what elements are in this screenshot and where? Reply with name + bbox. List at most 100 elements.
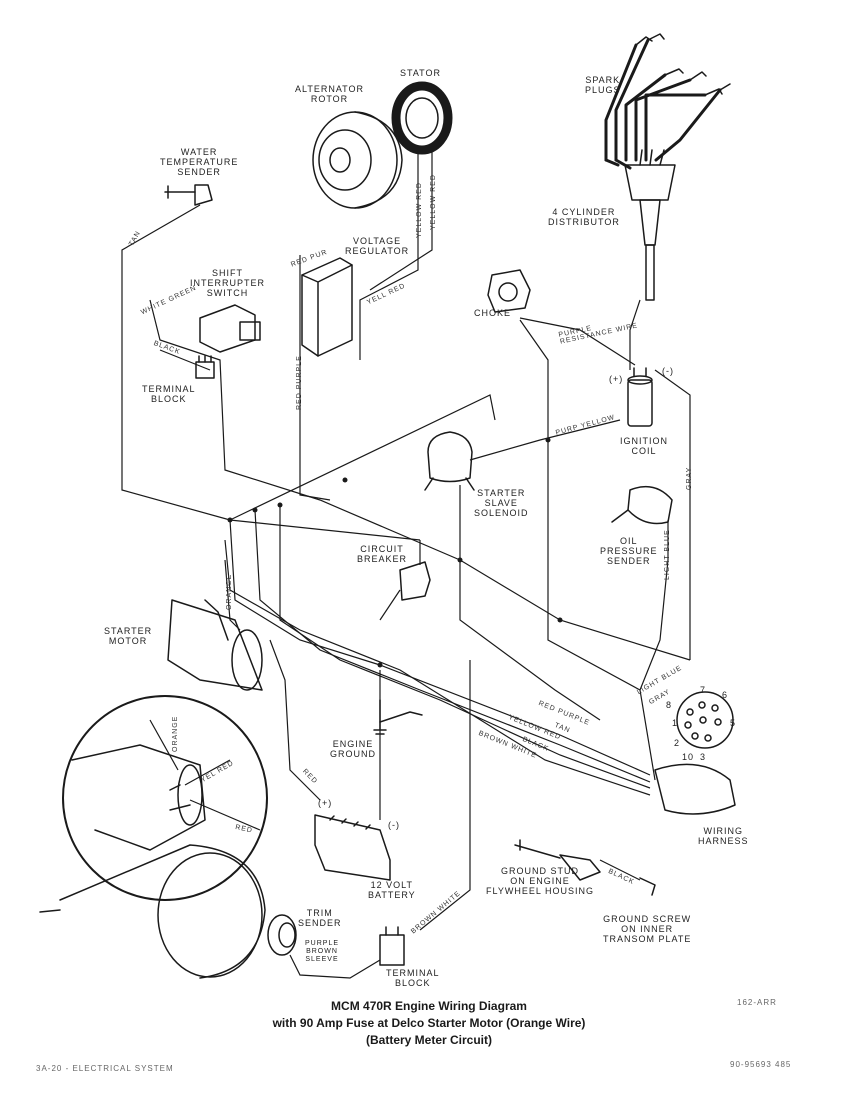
label-battery-minus: (-)	[388, 820, 400, 830]
wire-red-battery	[269, 639, 321, 801]
wire-yellow-red-b	[369, 150, 433, 291]
starter-housing-large	[39, 844, 266, 979]
wiring-harness	[654, 691, 736, 815]
wire-circuit-breaker	[379, 540, 421, 621]
wire-white-green	[149, 299, 691, 661]
footer-section: 3A-20 - ELECTRICAL SYSTEM	[36, 1064, 174, 1073]
pin-number: 3	[700, 752, 707, 762]
ignition-coil	[627, 367, 653, 427]
starter-slave-solenoid	[424, 431, 475, 491]
wire-label-light-blue: LIGHT BLUE	[664, 529, 671, 580]
footer-part-number: 90-95693 485	[730, 1060, 792, 1069]
caption-subtitle: with 90 Amp Fuse at Delco Starter Motor …	[272, 1016, 586, 1030]
inset-detail	[62, 695, 268, 901]
wire-tan	[121, 204, 421, 541]
label-terminal-block-upper: TERMINAL BLOCK	[142, 384, 196, 404]
pin-number: 6	[722, 690, 729, 700]
wire-black-choke	[519, 319, 641, 691]
wire-light-blue	[639, 520, 669, 781]
wire-trim-sender	[289, 954, 381, 979]
label-starter-slave-solenoid: STARTER SLAVE SOLENOID	[474, 488, 529, 518]
harness-pins	[684, 701, 722, 742]
wire-black-upper	[159, 349, 211, 371]
caption-title: MCM 470R Engine Wiring Diagram	[331, 999, 527, 1013]
label-ignition-coil: IGNITION COIL	[620, 436, 668, 456]
battery	[314, 814, 391, 881]
trim-sender	[267, 914, 297, 956]
label-spark-plugs: SPARK PLUGS	[585, 75, 621, 95]
pin-number: 1	[672, 718, 679, 728]
wire-ground-black	[599, 859, 641, 881]
label-engine-ground: ENGINE GROUND	[330, 739, 376, 759]
label-battery-plus: (+)	[318, 798, 333, 808]
figure-code: 162-ARR	[737, 998, 777, 1007]
terminal-block-lower	[379, 926, 405, 966]
label-stator: STATOR	[400, 68, 442, 78]
label-shift-interrupter: SHIFT INTERRUPTER SWITCH	[190, 268, 266, 298]
wire-orange	[224, 559, 241, 631]
label-wiring-harness: WIRING HARNESS	[698, 826, 749, 846]
label-distributor: 4 CYLINDER DISTRIBUTOR	[548, 207, 620, 227]
label-alternator-rotor: ALTERNATOR ROTOR	[295, 84, 365, 104]
pin-number: 7	[700, 685, 707, 695]
pin-number: 2	[674, 738, 681, 748]
distributor	[624, 149, 676, 301]
caption-subtitle-2: (Battery Meter Circuit)	[365, 1033, 493, 1047]
wire-purp-yellow	[469, 419, 621, 461]
wire-label-yellow-red: YELLOW RED	[430, 174, 437, 230]
wires	[121, 150, 691, 979]
alternator-rotor	[312, 111, 403, 209]
wire-purple-resistance	[519, 317, 636, 366]
wire-label-gray: GRAY	[686, 466, 693, 490]
pin-number: 10	[682, 752, 695, 762]
voltage-regulator	[301, 257, 353, 357]
stator	[391, 81, 453, 155]
label-sleeve: PURPLE BROWN SLEEVE	[305, 940, 340, 963]
wire-brown-white	[419, 660, 471, 931]
shift-interrupter-switch	[199, 304, 261, 353]
wire-inset-red	[184, 759, 261, 831]
label-oil-pressure-sender: OIL PRESSURE SENDER	[600, 536, 658, 566]
label-voltage-regulator: VOLTAGE REGULATOR	[345, 236, 410, 256]
wire-red-purple	[299, 255, 331, 501]
junction-dots	[227, 437, 563, 668]
spark-plug-icons	[635, 33, 731, 96]
label-battery: 12 VOLT BATTERY	[368, 880, 416, 900]
pin-number: 5	[730, 718, 737, 728]
label-water-temp-sender: WATER TEMPERATURE SENDER	[160, 147, 239, 177]
wire-label-yellow-red: YELLOW RED	[416, 182, 423, 238]
inset-label-orange: ORANGE	[172, 715, 179, 752]
ground-stud	[514, 839, 601, 881]
starter-motor	[167, 599, 263, 691]
wire-bundle-1	[229, 519, 651, 776]
circuit-breaker	[399, 561, 431, 601]
label-ground-stud: GROUND STUD ON ENGINE FLYWHEEL HOUSING	[486, 866, 595, 896]
choke	[487, 269, 531, 313]
terminal-block-upper	[195, 355, 215, 379]
wire-inset-orange	[149, 719, 179, 771]
label-terminal-block-lower: TERMINAL BLOCK	[386, 968, 440, 988]
engine-ground	[373, 699, 423, 735]
ground-screw	[639, 877, 656, 896]
label-trim-sender: TRIM SENDER	[298, 908, 342, 928]
label-starter-motor: STARTER MOTOR	[104, 626, 153, 646]
wire-yellow-red-long	[229, 394, 496, 521]
wire-solenoid	[459, 485, 601, 721]
wire-bundle-3	[279, 505, 651, 789]
wire-label-red-purple-v: RED PURPLE	[296, 355, 303, 410]
wire-yellow-red-a	[359, 150, 419, 360]
wire-bundle-4	[224, 539, 651, 796]
wire-bundle-2	[254, 509, 651, 783]
pin-number: 8	[666, 700, 673, 710]
label-coil-plus: (+)	[609, 374, 624, 384]
label-coil-minus: (-)	[662, 366, 674, 376]
spark-plug-wires	[604, 38, 722, 170]
water-temp-sender	[164, 184, 213, 206]
wire-label-orange: ORANGE	[226, 573, 233, 610]
label-choke: CHOKE	[474, 308, 512, 318]
wire-coil-to-harness	[654, 369, 691, 660]
label-ground-screw: GROUND SCREW ON INNER TRANSOM PLATE	[603, 914, 692, 944]
oil-pressure-sender	[611, 485, 673, 525]
wire-black-distributor	[629, 299, 641, 370]
